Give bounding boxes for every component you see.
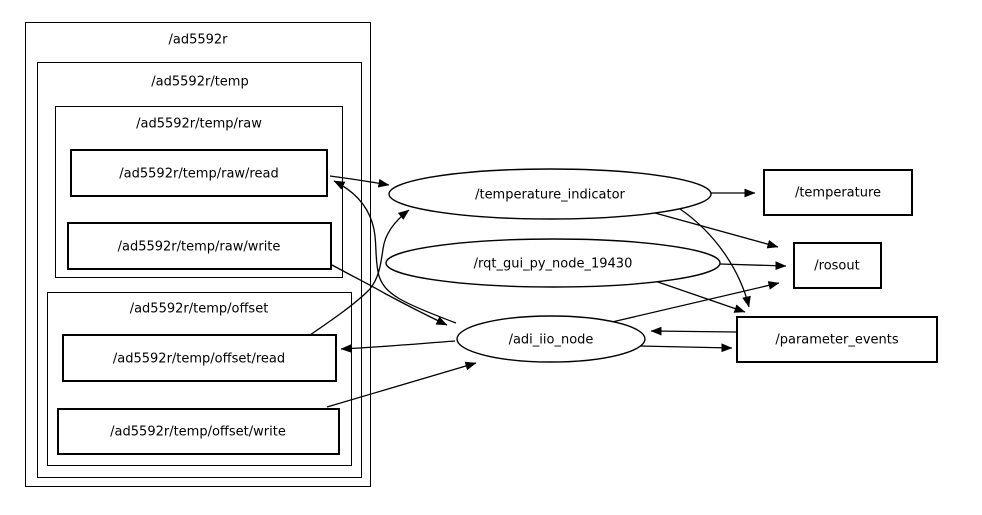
service-box-offset-write	[57, 408, 340, 455]
service-label-offset-write: /ad5592r/temp/offset/write	[110, 424, 286, 440]
cluster-label-ad5592r-temp-offset: /ad5592r/temp/offset	[129, 301, 269, 317]
edge-temperature-indicator-to-rosout	[654, 212, 779, 249]
topic-label-rosout: /rosout	[814, 258, 860, 274]
topic-box-rosout	[793, 242, 882, 289]
service-label-raw-read: /ad5592r/temp/raw/read	[119, 166, 279, 182]
topic-label-parameter-events: /parameter_events	[775, 332, 899, 348]
edge-rqt-gui-py-node-to-rosout	[719, 261, 787, 271]
cluster-label-ad5592r-temp: /ad5592r/temp	[151, 74, 249, 90]
service-label-offset-read: /ad5592r/temp/offset/read	[112, 351, 286, 367]
edge-adi-iio-node-to-parameter-events	[638, 343, 733, 353]
cluster-label-ad5592r: /ad5592r	[168, 32, 228, 48]
edge-parameter-events-to-adi-iio-node	[650, 326, 737, 336]
topic-label-temperature: /temperature	[794, 185, 882, 201]
node-label-temperature-indicator: /temperature_indicator	[475, 187, 625, 203]
edge-temperature-indicator-to-parameter-events	[679, 208, 751, 308]
service-label-raw-write: /ad5592r/temp/raw/write	[117, 239, 281, 255]
service-box-raw-read	[70, 149, 328, 197]
topic-box-parameter-events	[736, 316, 938, 363]
node-label-adi-iio-node: /adi_iio_node	[508, 332, 594, 348]
cluster-label-ad5592r-temp-raw: /ad5592r/temp/raw	[136, 116, 262, 132]
topic-box-temperature	[763, 169, 913, 216]
service-box-offset-read	[62, 334, 337, 382]
service-box-raw-write	[67, 222, 332, 270]
edge-rqt-gui-py-node-to-parameter-events	[654, 280, 746, 313]
node-label-rqt-gui-py-node: /rqt_gui_py_node_19430	[473, 256, 633, 272]
